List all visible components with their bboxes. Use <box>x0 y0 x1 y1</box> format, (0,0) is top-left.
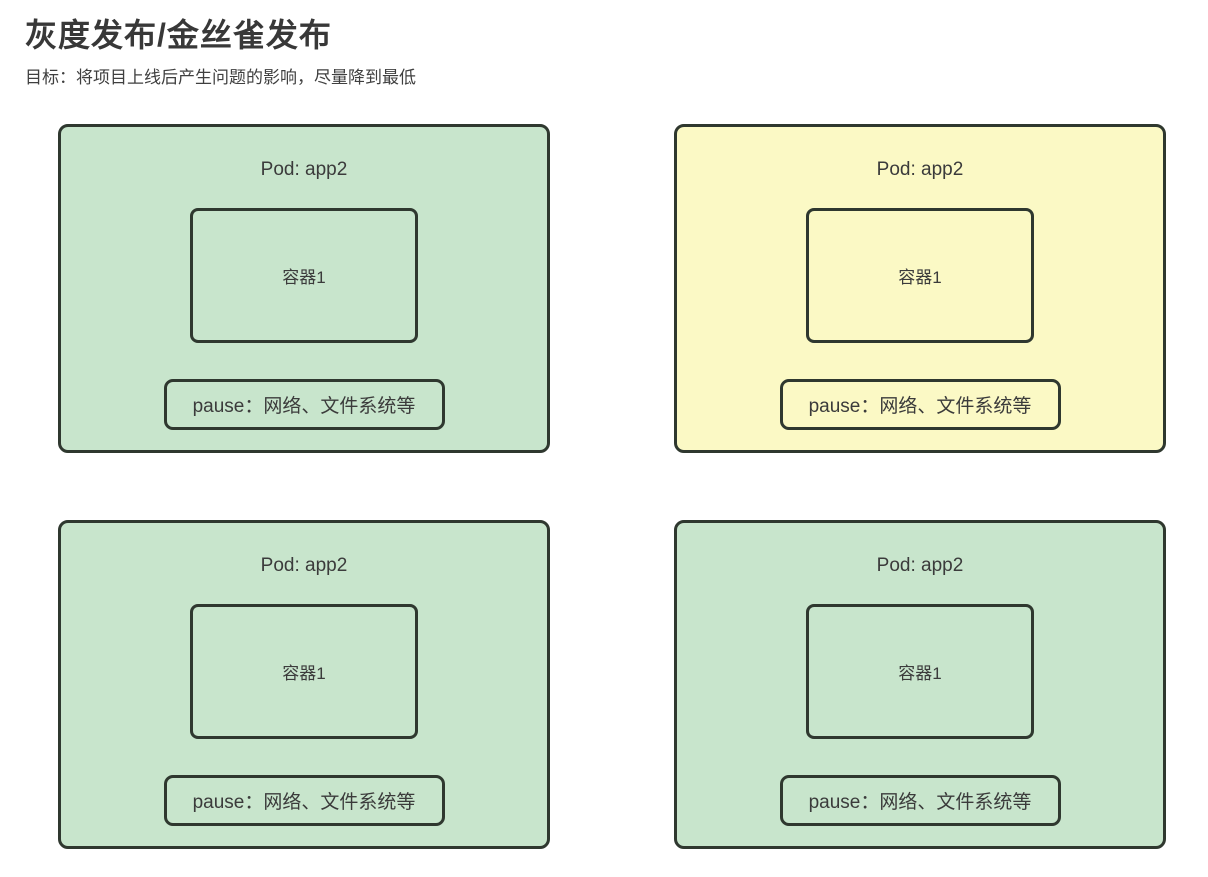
pause-label: pause：网络、文件系统等 <box>192 792 416 813</box>
pause-box: pause：网络、文件系统等 <box>779 775 1061 826</box>
pod-diagram-grid: Pod: app2 容器1 pause：网络、文件系统等 Pod: app2 容… <box>58 124 1208 849</box>
page-title: 灰度发布/金丝雀发布 <box>25 17 332 53</box>
page-header: 灰度发布/金丝雀发布 目标：将项目上线后产生问题的影响，尽量降到最低 <box>0 0 1208 90</box>
pod-title: Pod: app2 <box>260 159 348 180</box>
container-label: 容器1 <box>282 664 326 683</box>
container-label: 容器1 <box>282 268 326 287</box>
container-box: 容器1 <box>190 604 418 739</box>
pause-label: pause：网络、文件系统等 <box>192 396 416 417</box>
container-label: 容器1 <box>898 268 942 287</box>
pod-box-top-right: Pod: app2 容器1 pause：网络、文件系统等 <box>674 124 1166 453</box>
pod-title: Pod: app2 <box>876 159 964 180</box>
pause-box: pause：网络、文件系统等 <box>163 379 445 430</box>
container-label: 容器1 <box>898 664 942 683</box>
pod-box-top-left: Pod: app2 容器1 pause：网络、文件系统等 <box>58 124 550 453</box>
pod-box-bottom-right: Pod: app2 容器1 pause：网络、文件系统等 <box>674 520 1166 849</box>
pause-label: pause：网络、文件系统等 <box>808 396 1032 417</box>
pod-title: Pod: app2 <box>260 555 348 576</box>
pause-box: pause：网络、文件系统等 <box>779 379 1061 430</box>
page-subtitle: 目标：将项目上线后产生问题的影响，尽量降到最低 <box>25 68 416 87</box>
container-box: 容器1 <box>190 208 418 343</box>
pod-title: Pod: app2 <box>876 555 964 576</box>
container-box: 容器1 <box>806 604 1034 739</box>
pause-box: pause：网络、文件系统等 <box>163 775 445 826</box>
pod-box-bottom-left: Pod: app2 容器1 pause：网络、文件系统等 <box>58 520 550 849</box>
container-box: 容器1 <box>806 208 1034 343</box>
pause-label: pause：网络、文件系统等 <box>808 792 1032 813</box>
